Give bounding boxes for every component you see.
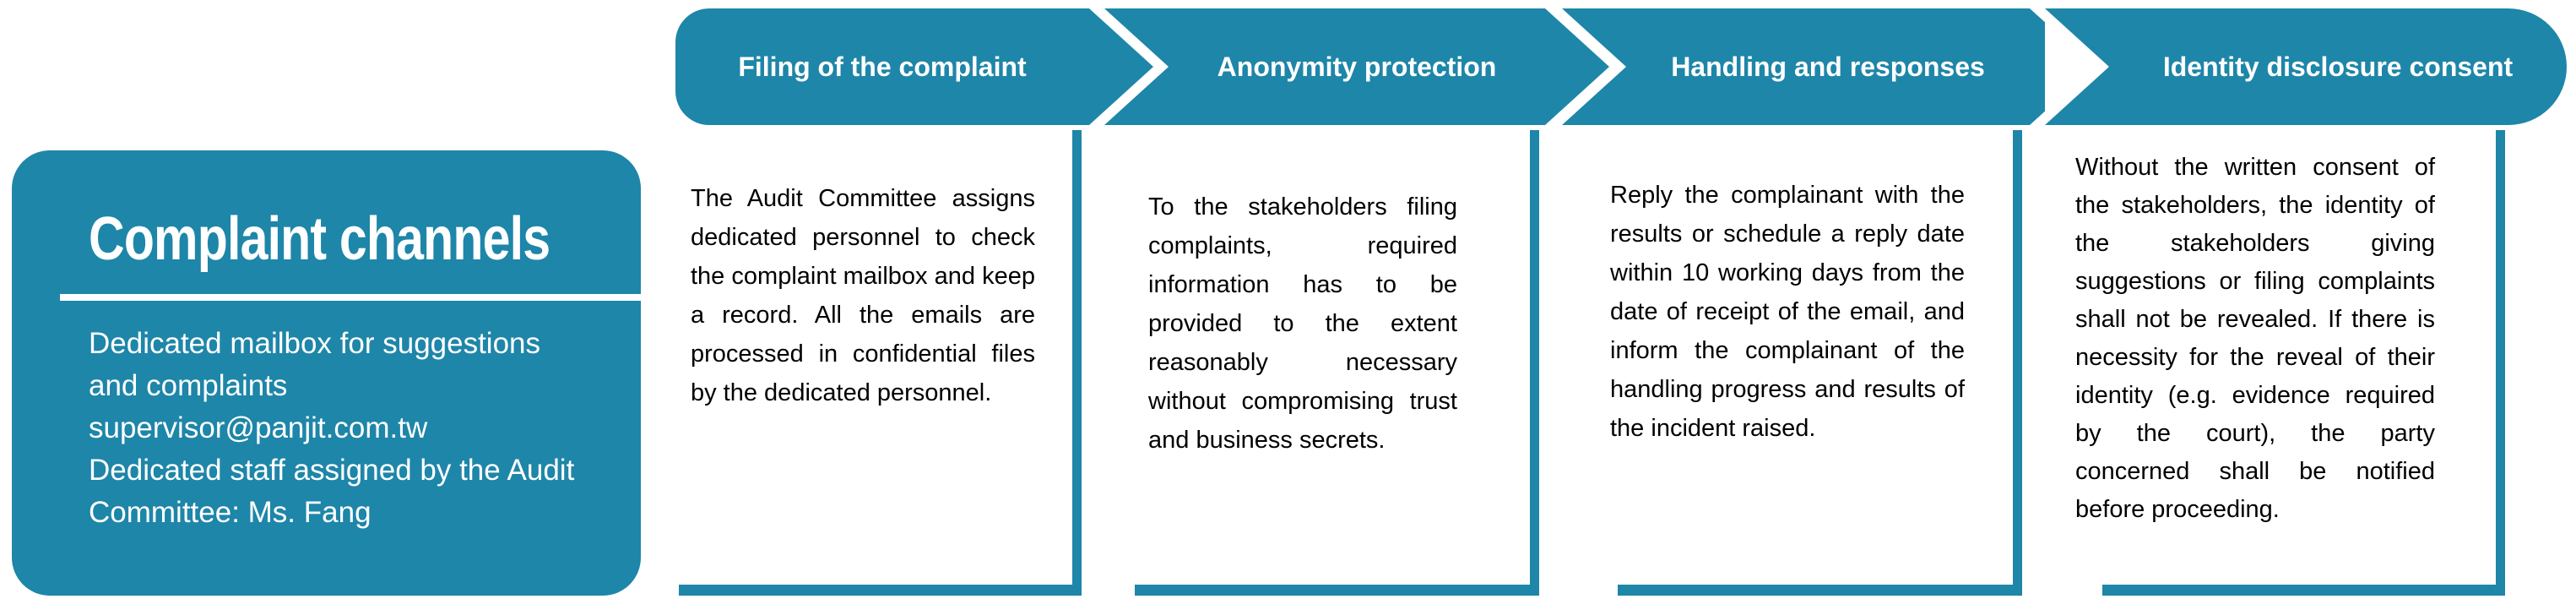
step-arrow-label: Handling and responses xyxy=(1671,51,1985,82)
step-arrow-handling: Handling and responses xyxy=(1562,8,2094,125)
chevron-notch-icon xyxy=(2045,8,2109,125)
complaint-channels-card: Complaint channels Dedicated mailbox for… xyxy=(12,150,641,596)
column-separator xyxy=(2013,130,2022,596)
step-description-filing: The Audit Committee assigns dedicated pe… xyxy=(691,185,1035,406)
step-arrow-label: Filing of the complaint xyxy=(738,51,1027,82)
column-separator xyxy=(1072,130,1082,596)
step-arrow-label: Anonymity protection xyxy=(1217,51,1497,82)
step-arrow-label: Identity disclosure consent xyxy=(2162,51,2514,82)
card-title: Complaint channels xyxy=(89,205,550,273)
column-underline xyxy=(2102,585,2496,596)
card-line: Dedicated staff assigned by the Audit xyxy=(89,454,575,487)
card-line-email: supervisor@panjit.com.tw xyxy=(89,411,428,444)
column-underline xyxy=(679,585,1072,596)
column-separator xyxy=(1530,130,1539,596)
column-underline xyxy=(1135,585,1530,596)
card-line: Dedicated mailbox for suggestions xyxy=(89,327,541,360)
step-description-identity: Without the written consent of the stake… xyxy=(2075,154,2435,523)
step-arrow-anonymity: Anonymity protection xyxy=(1104,8,1609,125)
card-divider-line xyxy=(60,294,641,301)
column-underline xyxy=(1618,585,2013,596)
card-contact-info: Dedicated mailbox for suggestions and co… xyxy=(89,323,612,534)
step-arrow-identity: Identity disclosure consent xyxy=(2045,8,2567,125)
step-description-anonymity: To the stakeholders filing complaints, r… xyxy=(1148,193,1457,454)
step-description-handling: Reply the complainant with the results o… xyxy=(1610,182,1965,442)
card-line: Committee: Ms. Fang xyxy=(89,496,371,529)
column-separator xyxy=(2496,130,2505,596)
step-arrow-filing: Filing of the complaint xyxy=(675,8,1089,125)
card-line: and complaints xyxy=(89,369,288,402)
